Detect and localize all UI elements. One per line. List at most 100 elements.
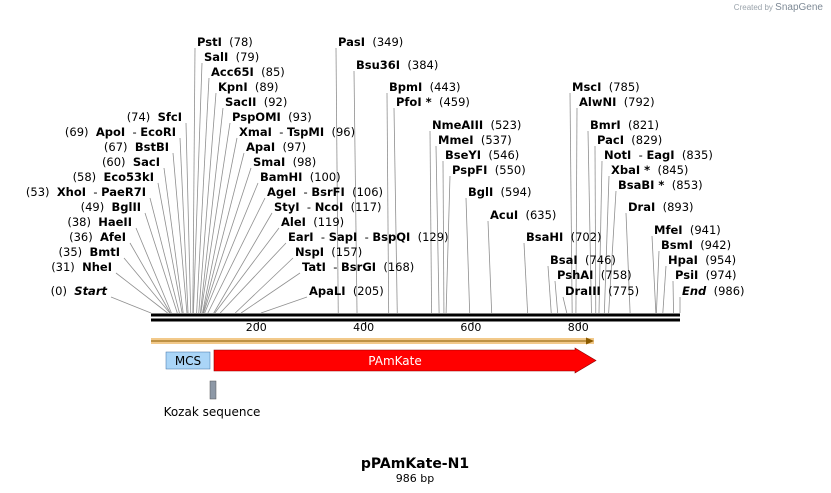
restriction-site-label[interactable]: MscI (785) [572,80,640,94]
restriction-site-label[interactable]: BsmI (942) [661,238,731,252]
restriction-site-label[interactable]: (67) BstBI [104,140,169,154]
restriction-site-label[interactable]: End (986) [682,284,745,298]
site-spacer [493,185,500,199]
restriction-site-label[interactable]: (0) Start [51,284,108,298]
site-enzyme-name: SmaI [253,155,285,169]
restriction-site-label[interactable]: (60) SacI [102,155,160,169]
restriction-site-label[interactable]: XmaI - TspMI (96) [239,125,355,139]
site-spacer [474,133,481,147]
site-spacer [432,95,439,109]
site-enzyme-name: BamHI [260,170,302,184]
site-enzyme-name: PstI [197,35,222,49]
restriction-site-label[interactable]: BglI (594) [468,185,531,199]
site-position: (821) [628,118,659,132]
site-spacer [104,200,111,214]
restriction-site-label[interactable]: AcuI (635) [490,208,556,222]
restriction-site-label[interactable]: (69) ApoI - EcoRI [65,125,176,139]
site-enzyme-name: BpmI [389,80,422,94]
mcs-feature[interactable]: MCS [165,351,211,370]
credit-watermark: Created by SnapGene [734,2,823,13]
restriction-site-label[interactable]: (35) BmtI [59,245,120,259]
restriction-site-label[interactable]: ApaI (97) [246,140,306,154]
restriction-site-label[interactable]: PfoI * (459) [396,95,470,109]
site-enzyme-name: TspMI [287,125,324,139]
site-enzyme-name: End [682,284,707,298]
restriction-site-label[interactable]: SmaI (98) [253,155,316,169]
restriction-site-label[interactable]: ApaLI (205) [309,284,384,298]
site-enzyme-name: ApoI [96,125,125,139]
restriction-site-label[interactable]: BsaBI * (853) [618,178,703,192]
site-leader-line [562,296,568,314]
restriction-site-label[interactable]: PshAI (758) [557,268,632,282]
restriction-site-label[interactable]: (36) AfeI [69,230,126,244]
site-position: (893) [663,200,694,214]
restriction-site-label[interactable]: AleI (119) [281,215,344,229]
restriction-site-label[interactable]: SacII (92) [225,95,287,109]
restriction-site-label[interactable]: (53) XhoI - PaeR7I [26,185,146,199]
restriction-site-label[interactable]: TatI - BsrGI (168) [302,260,414,274]
site-leader-lines [110,47,681,314]
site-spacer [593,268,600,282]
site-position: (835) [682,148,713,162]
site-separator: - [86,185,101,199]
pamkate-feature[interactable]: PAmKate [213,347,597,374]
site-leader-line [523,242,529,314]
restriction-site-label[interactable]: PstI (78) [197,35,253,49]
site-spacer [254,65,261,79]
credit-prefix: Created by [733,3,773,12]
restriction-site-label[interactable]: HpaI (954) [668,253,736,267]
restriction-site-label[interactable]: KpnI (89) [218,80,279,94]
restriction-site-label[interactable]: SalI (79) [204,50,259,64]
site-position: (67) [104,140,128,154]
site-spacer [487,163,494,177]
site-position: (31) [51,260,75,274]
site-leader-line [115,272,168,314]
site-spacer [601,80,608,94]
restriction-site-label[interactable]: BsaI (746) [550,253,616,267]
restriction-site-label[interactable]: (58) Eco53kI [73,170,154,184]
site-position: (157) [331,245,362,259]
site-spacer [616,95,623,109]
restriction-site-label[interactable]: Bsu36I (384) [356,58,438,72]
restriction-site-label[interactable]: DraI (893) [628,200,694,214]
restriction-site-label[interactable]: NotI - EagI (835) [604,148,713,162]
restriction-site-label[interactable]: EarI - SapI - BspQI (129) [288,230,449,244]
site-leader-line [651,235,657,314]
site-leader-line [214,227,280,314]
restriction-site-label[interactable]: StyI - NcoI (117) [274,200,382,214]
restriction-site-label[interactable]: NmeAIII (523) [432,118,521,132]
site-position: (550) [495,163,526,177]
restriction-site-label[interactable]: (31) NheI [51,260,112,274]
restriction-site-label[interactable]: PasI (349) [338,35,403,49]
restriction-site-label[interactable]: XbaI * (845) [611,163,688,177]
restriction-site-label[interactable]: Acc65I (85) [211,65,285,79]
restriction-site-label[interactable]: PspOMI (93) [232,110,312,124]
site-leader-line [234,257,294,314]
site-enzyme-name: AgeI [267,185,296,199]
restriction-site-label[interactable]: MmeI (537) [438,133,512,147]
restriction-site-label[interactable]: MfeI (941) [654,223,721,237]
restriction-site-label[interactable]: BsaHI (702) [526,230,602,244]
site-enzyme-name: NheI [82,260,112,274]
restriction-site-label[interactable]: PsiI (974) [675,268,737,282]
restriction-site-label[interactable]: (74) SfcI [127,110,182,124]
site-spacer [126,155,133,169]
site-separator: - [125,125,140,139]
orf-track [151,337,594,345]
restriction-site-label[interactable]: BamHI (100) [260,170,341,184]
kozak-feature[interactable]: Kozak sequence [164,380,261,419]
restriction-site-label[interactable]: BseYI (546) [445,148,519,162]
restriction-site-label[interactable]: BpmI (443) [389,80,461,94]
restriction-site-label[interactable]: AgeI - BsrFI (106) [267,185,383,199]
restriction-site-label[interactable]: BmrI (821) [590,118,659,132]
site-leader-line [203,167,252,314]
restriction-site-label[interactable]: (49) BglII [81,200,141,214]
site-enzyme-name: BsaBI * [618,178,664,192]
restriction-site-label[interactable]: NspI (157) [295,245,362,259]
restriction-site-label[interactable]: PspFI (550) [452,163,526,177]
restriction-site-label[interactable]: PacI (829) [597,133,662,147]
site-enzyme-name: BsmI [661,238,693,252]
restriction-site-label[interactable]: AlwNI (792) [579,95,655,109]
restriction-site-label[interactable]: (38) HaeII [67,215,132,229]
restriction-site-label[interactable]: DraIII (775) [565,284,639,298]
